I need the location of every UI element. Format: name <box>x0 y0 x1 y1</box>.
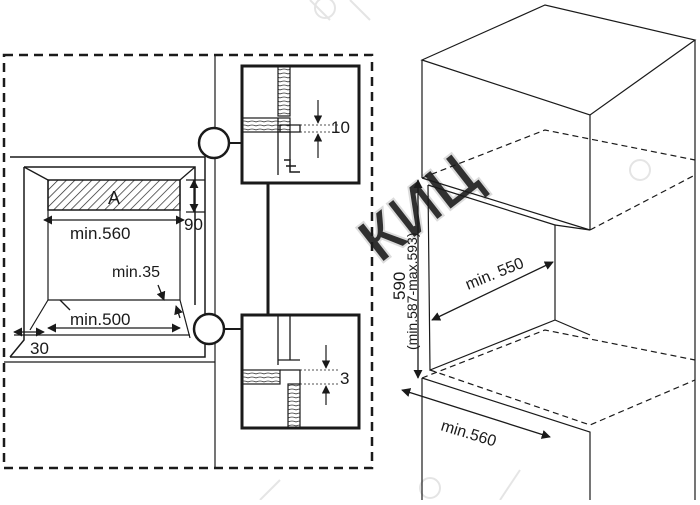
label-30: 30 <box>30 339 49 358</box>
detail-top <box>197 64 361 185</box>
left-dimensions <box>13 179 205 337</box>
area-a-hatched <box>47 179 181 211</box>
label-height-range: (min.587-max.593) <box>404 233 420 351</box>
perspective-cabinet <box>420 4 697 500</box>
label-3: 3 <box>340 369 349 388</box>
label-min35: min.35 <box>112 264 160 281</box>
detail-bottom-circle <box>192 312 226 346</box>
label-min550: min. 550 <box>463 255 526 294</box>
label-a: A <box>108 188 120 208</box>
label-min560-perspective: min.560 <box>439 418 499 451</box>
perspective-dimensions <box>401 179 554 439</box>
label-90: 90 <box>184 215 203 234</box>
label-590: 590 <box>390 272 409 300</box>
label-10: 10 <box>331 118 350 137</box>
detail-top-circle <box>197 126 231 160</box>
label-min500: min.500 <box>70 310 130 329</box>
detail-bottom <box>192 312 361 430</box>
label-min560-front: min.560 <box>70 224 130 243</box>
cabinet-dashed-outline <box>2 53 374 470</box>
